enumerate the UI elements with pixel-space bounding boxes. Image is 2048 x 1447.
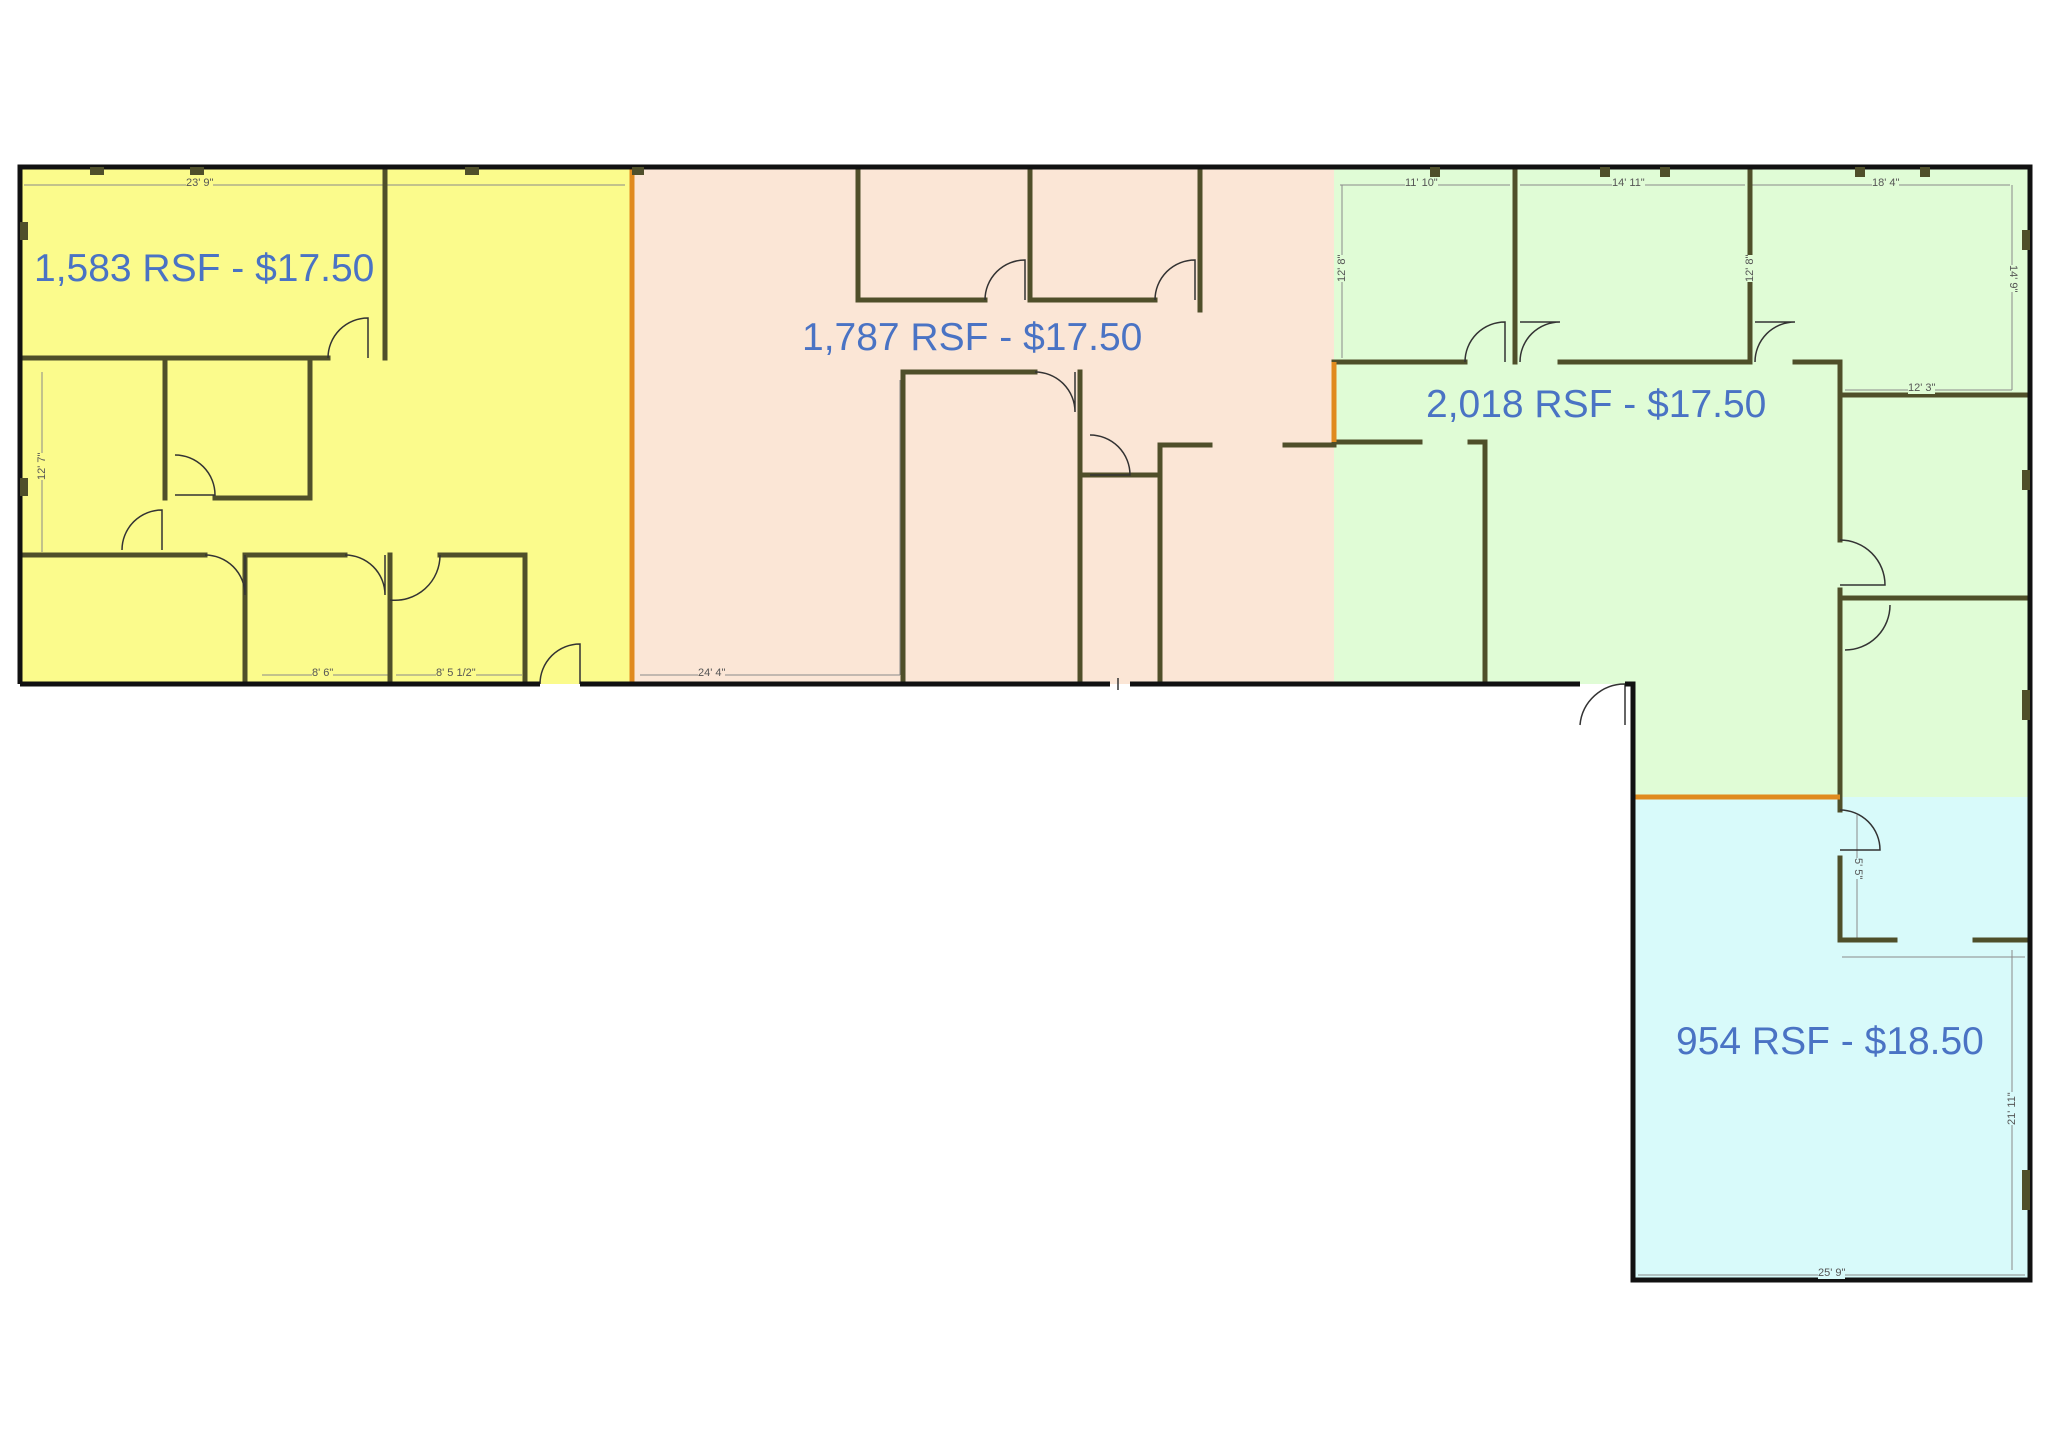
- dimension-label: 12' 7": [36, 452, 48, 480]
- suite-1-label: 1,583 RSF - $17.50: [34, 247, 375, 290]
- dimension-label: 21' 11": [2006, 1092, 2018, 1125]
- demising-walls: [629, 167, 1840, 800]
- suite-4-label: 954 RSF - $18.50: [1676, 1020, 1984, 1063]
- suite-1-area: [20, 167, 632, 684]
- dimension-label: 24' 4": [698, 667, 726, 679]
- dimension-label: 12' 8": [1336, 254, 1348, 282]
- exterior-walls: [17, 164, 2033, 1283]
- suite-3-area: [1334, 167, 2030, 797]
- dimension-label: 5' 5": [1852, 858, 1864, 880]
- suite-2-area: [632, 167, 1334, 684]
- dimension-label: 12' 3": [1908, 382, 1936, 394]
- dimension-label: 14' 11": [1612, 177, 1645, 189]
- suite-2-label: 1,787 RSF - $17.50: [802, 316, 1143, 359]
- dimension-label: 8' 5 1/2": [436, 667, 476, 679]
- dimension-label: 14' 9": [2007, 265, 2019, 293]
- interior-walls: [17, 164, 2033, 943]
- door-swings: [121, 259, 1891, 851]
- dimension-label: 18' 4": [1872, 177, 1900, 189]
- suite-3-label: 2,018 RSF - $17.50: [1426, 383, 1767, 426]
- suite-4-area: [1633, 797, 2030, 1280]
- dimension-label: 23' 9": [186, 177, 214, 189]
- columns: [20, 167, 2030, 1210]
- dimension-label: 8' 6": [312, 667, 334, 679]
- dimension-label: 25' 9": [1818, 1267, 1846, 1279]
- dimension-label: 12' 8": [1744, 254, 1756, 282]
- dimension-label: 11' 10": [1405, 177, 1438, 189]
